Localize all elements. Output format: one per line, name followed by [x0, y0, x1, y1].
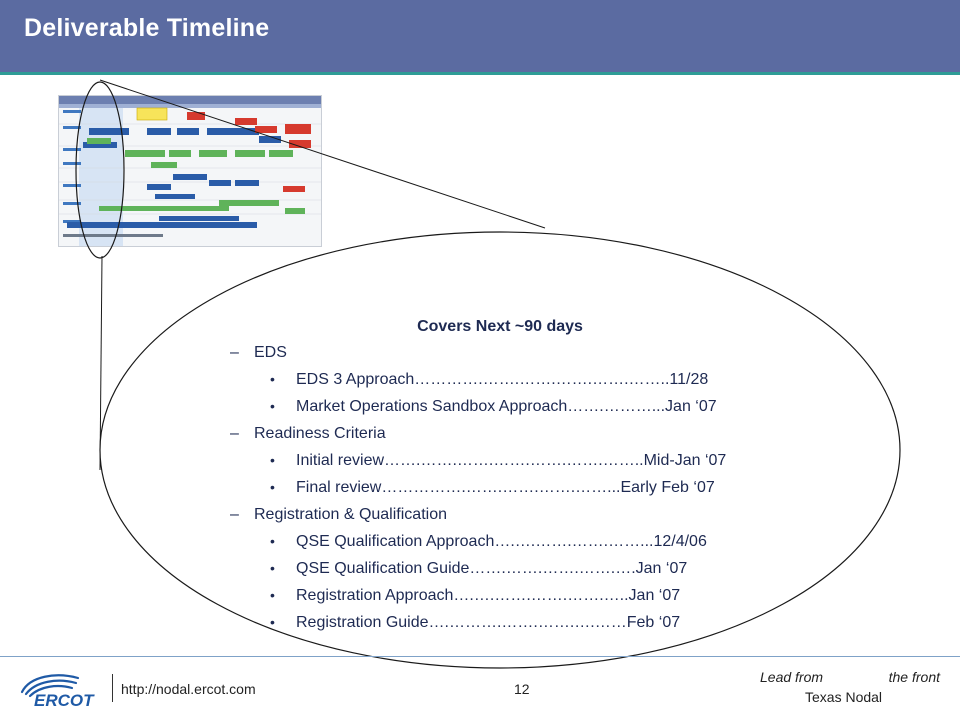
list-item: • Initial review…….…….…….…….…….…….……..Mi…	[230, 452, 870, 479]
tagline-right: the front	[888, 669, 940, 685]
timeline-highlight-ellipse	[75, 81, 125, 259]
item-text: Registration Approach….….…….…….…….…..Jan…	[296, 587, 681, 604]
list-item: • Market Operations Sandbox Approach…….……	[230, 398, 870, 425]
header-bar: Deliverable Timeline	[0, 0, 960, 72]
bullet-marker: •	[270, 452, 275, 468]
bullet-marker: •	[270, 479, 275, 495]
logo-text: ERCOT	[34, 691, 95, 710]
page-number: 12	[514, 681, 530, 697]
group-label-text: Readiness Criteria	[254, 425, 386, 442]
group-label-text: EDS	[254, 344, 287, 361]
timeline-gantt-thumbnail	[58, 95, 322, 247]
list-item: • QSE Qualification Guide…….…….…….…….….J…	[230, 560, 870, 587]
tagline-left: Lead from	[760, 669, 824, 685]
item-text: QSE Qualification Guide…….…….…….…….….Jan…	[296, 560, 688, 577]
callout-line-top	[99, 79, 546, 229]
group-label: – Registration & Qualification	[230, 506, 870, 533]
item-text: EDS 3 Approach………….…….…….…….…….……..11/28	[296, 371, 709, 388]
group-readiness-criteria: – Readiness Criteria • Initial review…….…	[230, 425, 870, 506]
item-text: Registration Guide….……….…….…….….……Feb ‘0…	[296, 614, 681, 631]
footer-tagline-sub: Texas Nodal	[805, 689, 883, 705]
bullet-marker: •	[270, 398, 275, 414]
list-item: • Final review…………….…….…….…….……...Early …	[230, 479, 870, 506]
footer-rule	[0, 656, 960, 657]
group-registration-qualification: – Registration & Qualification • QSE Qua…	[230, 506, 870, 641]
dash-marker: –	[230, 344, 239, 361]
list-item: • QSE Qualification Approach….….…….…….………	[230, 533, 870, 560]
header-accent-rule	[0, 72, 960, 75]
callout-line-bottom	[99, 255, 103, 471]
list-item: • Registration Approach….….…….…….…….…..J…	[230, 587, 870, 614]
item-text: Market Operations Sandbox Approach…….…………	[296, 398, 717, 415]
callout-content: Covers Next ~90 days – EDS • EDS 3 Appro…	[230, 318, 870, 641]
item-text: QSE Qualification Approach….….…….…….……..…	[296, 533, 707, 550]
item-text: Initial review…….…….…….…….…….…….……..Mid-…	[296, 452, 727, 469]
item-list: • QSE Qualification Approach….….…….…….………	[230, 533, 870, 641]
bullet-marker: •	[270, 614, 275, 630]
footer-url-link[interactable]: http://nodal.ercot.com	[121, 681, 256, 697]
group-label: – Readiness Criteria	[230, 425, 870, 452]
list-item: • Registration Guide….……….…….…….….……Feb …	[230, 614, 870, 641]
group-eds: – EDS • EDS 3 Approach………….…….…….…….…….……	[230, 344, 870, 425]
dash-marker: –	[230, 425, 239, 442]
bullet-marker: •	[270, 587, 275, 603]
logo-swoosh-icon	[20, 674, 80, 698]
group-label-text: Registration & Qualification	[254, 506, 447, 523]
callout-ellipse	[99, 231, 901, 669]
item-list: • Initial review…….…….…….…….…….…….……..Mi…	[230, 452, 870, 506]
footer-separator	[112, 674, 113, 702]
slide-title: Deliverable Timeline	[24, 14, 270, 42]
group-label: – EDS	[230, 344, 870, 371]
ercot-logo: ERCOT	[20, 674, 95, 710]
bullet-marker: •	[270, 371, 275, 387]
bullet-marker: •	[270, 560, 275, 576]
callout-heading: Covers Next ~90 days	[417, 318, 583, 335]
item-text: Final review…………….…….…….…….……...Early Fe…	[296, 479, 715, 496]
list-item: • EDS 3 Approach………….…….…….…….…….……..11/…	[230, 371, 870, 398]
bullet-marker: •	[270, 533, 275, 549]
footer-tagline: Lead from the front	[760, 669, 940, 685]
item-list: • EDS 3 Approach………….…….…….…….…….……..11/…	[230, 371, 870, 425]
dash-marker: –	[230, 506, 239, 523]
